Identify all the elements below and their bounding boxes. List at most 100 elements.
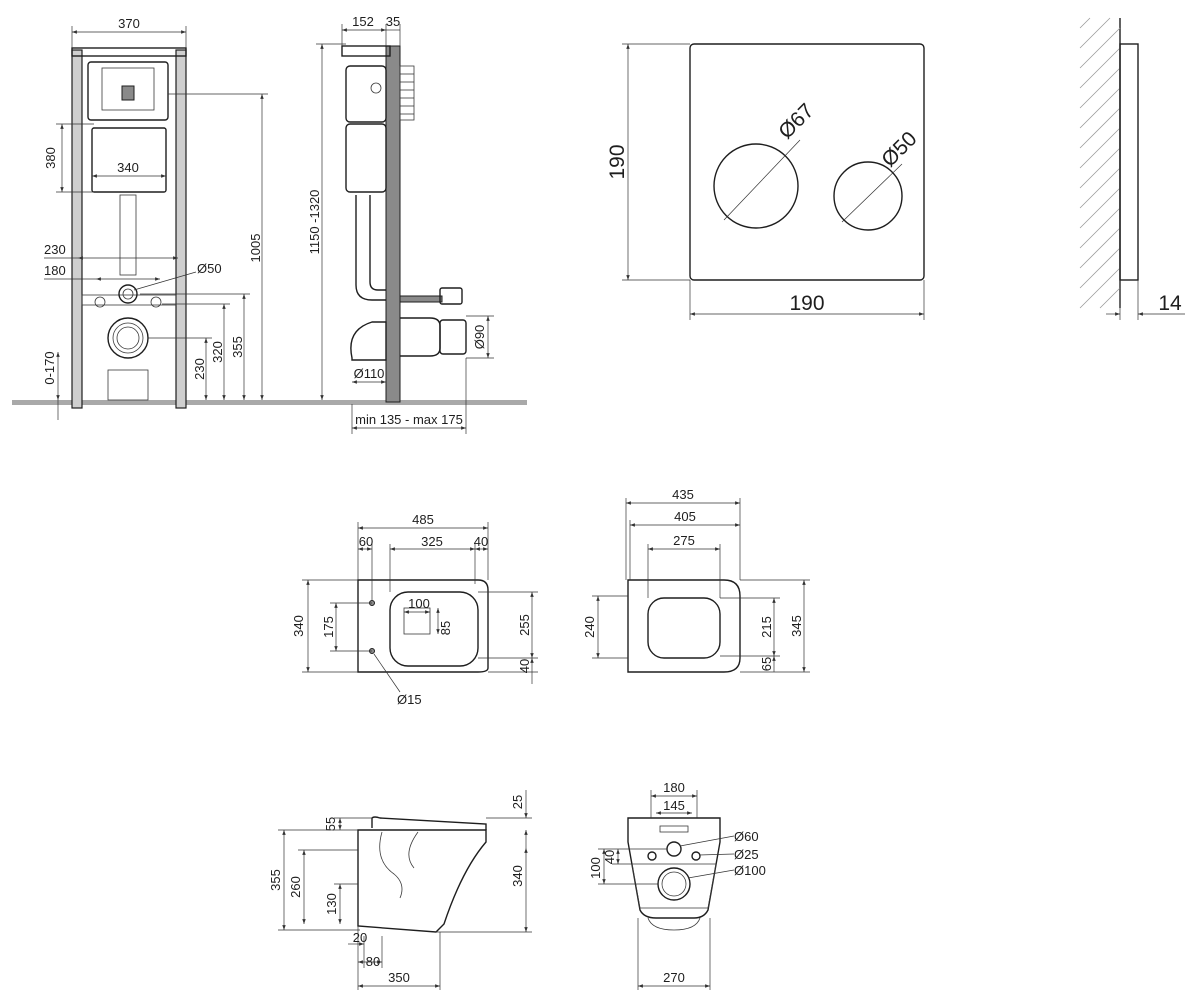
dim-seat-width-outer: 345: [789, 615, 804, 637]
dim-side-base-20: 20: [353, 930, 367, 945]
dim-plate-height: 190: [606, 144, 629, 179]
button-small: [833, 161, 903, 231]
dim-side-height-total: 355: [268, 869, 283, 891]
dim-rear-spacing-40: 40: [602, 850, 617, 864]
left-bolt: [94, 296, 106, 308]
bowl-inner: [389, 591, 479, 667]
dim-plate-width: 190: [789, 292, 824, 315]
dim-bowl-inner-height: 85: [438, 621, 453, 635]
bowl-rear-view: 180 145 40 100 Ø60 Ø25 Ø100 270: [588, 780, 766, 990]
frame-right-post: [175, 49, 187, 409]
dim-total-height: 1005: [248, 234, 263, 263]
dim-inlet-dia: Ø90: [472, 325, 487, 350]
dim-seat-offset: 65: [759, 657, 774, 671]
bowl-side-outline: [357, 829, 487, 933]
dim-side-depth-top: 152: [352, 14, 374, 29]
dim-bowl-hole-spacing: 175: [321, 616, 336, 638]
dim-rear-width-bottom: 270: [663, 970, 685, 985]
bowl-rear-inner-cavity: [631, 863, 717, 909]
dim-side-height-130: 130: [324, 893, 339, 915]
dim-side-depth-frame: 35: [386, 14, 400, 29]
side-inlet: [400, 317, 441, 357]
bowl-rear-top-slot: [659, 825, 689, 833]
rear-outlet-upper: [666, 841, 682, 857]
bowl-rear-lower: [647, 917, 701, 931]
dim-bowl-inner-length: 255: [517, 614, 532, 636]
dim-bowl-hole-dia: Ø15: [397, 692, 422, 707]
dim-leg-adjust: 0-170: [42, 351, 57, 384]
cistern-valve: [370, 82, 382, 94]
dim-bowl-seg-60: 60: [359, 534, 373, 549]
seat-outline: [627, 579, 741, 673]
flush-plate-body: [689, 43, 925, 281]
rear-bolt-right: [691, 851, 701, 861]
dim-bowl-length: 485: [412, 512, 434, 527]
dim-rear-width-inner: 145: [663, 798, 685, 813]
dim-seat-length-inner: 275: [673, 533, 695, 548]
plate-profile-body: [1119, 43, 1139, 281]
dim-side-height-260: 260: [288, 876, 303, 898]
dim-bowl-seg-40: 40: [474, 534, 488, 549]
dim-seat-width-left: 240: [582, 616, 597, 638]
dim-side-length: 350: [388, 970, 410, 985]
dim-bowl-width: 340: [291, 615, 306, 637]
rear-outlet: [657, 867, 691, 901]
side-bolt-rod: [399, 295, 443, 303]
cistern-side-upper: [345, 65, 387, 123]
dim-seat-length-outer: 435: [672, 487, 694, 502]
dim-seat-width-inner: 215: [759, 616, 774, 638]
flush-plate-front: Ø67 Ø50 190 190: [606, 43, 925, 320]
dim-button-large-dia: Ø67: [774, 99, 818, 143]
seat-top-view: 435 405 275 240 215 65 345: [582, 487, 810, 673]
dim-drain-range: min 135 - max 175: [355, 412, 463, 427]
dim-drain-dia: Ø110: [354, 366, 385, 381]
drain-mid: [112, 322, 144, 354]
dim-rear-spacing-100: 100: [588, 857, 603, 879]
side-downpipe: [355, 195, 386, 301]
button-large: [713, 143, 799, 229]
side-bolt-nut: [439, 287, 463, 305]
bowl-rear-outline: [627, 817, 721, 919]
cistern-lower: [91, 127, 167, 193]
drain-outer: [107, 317, 149, 359]
side-drain-elbow: [350, 321, 387, 361]
rear-outlet-inner: [661, 871, 687, 897]
right-bolt: [150, 296, 162, 308]
dim-plate-thickness: 14: [1158, 292, 1182, 315]
dim-seat-length-mid: 405: [674, 509, 696, 524]
dim-frame-width: 370: [118, 16, 140, 31]
cistern-mechanism: [101, 67, 155, 111]
dim-bowl-seg-325: 325: [421, 534, 443, 549]
dim-side-base-80: 80: [366, 954, 380, 969]
cistern-side-lower: [345, 123, 387, 193]
frame-side-top: [341, 45, 391, 57]
flush-valve: [121, 85, 135, 101]
dim-top-box-height: 380: [43, 147, 58, 169]
wall-flange: [399, 65, 415, 121]
rear-bolt-left: [647, 851, 657, 861]
dim-top-box-width: 340: [117, 160, 139, 175]
floor-line: [12, 400, 527, 405]
seat-opening: [647, 597, 721, 659]
frame-cross-bar: [81, 294, 177, 306]
bowl-side-seat: [371, 816, 487, 830]
downpipe: [119, 194, 137, 276]
frame-top-bar: [71, 47, 187, 57]
dim-rear-width-top: 180: [663, 780, 685, 795]
drain-inner: [116, 326, 140, 350]
dim-rear-outlet-upper-dia: Ø60: [734, 829, 759, 844]
dim-bowl-rim: 40: [517, 659, 532, 673]
dim-side-top-offset: 25: [510, 795, 525, 809]
bowl-side-view: 25 55 355 260 130 340 20 80 350: [268, 790, 532, 990]
dim-bowl-inner-width: 100: [408, 596, 430, 611]
bowl-top-view: 485 60 325 40 340 175 100 85 255: [291, 512, 538, 707]
dim-height-355: 355: [230, 336, 245, 358]
frame-side-view: 152 35 1150 -1320 Ø90 Ø110 min 135 - max…: [307, 14, 494, 434]
drain-elbow: [107, 369, 149, 401]
dim-rear-outlet-dia: Ø100: [734, 863, 766, 878]
frame-front-view: 370 380 340 230 180 Ø50 1005 355 320: [12, 16, 527, 420]
dim-side-rim-height: 55: [323, 817, 338, 831]
bowl-outline: [357, 579, 489, 673]
bowl-waste: [403, 607, 431, 635]
bowl-side-trap: [379, 831, 419, 899]
